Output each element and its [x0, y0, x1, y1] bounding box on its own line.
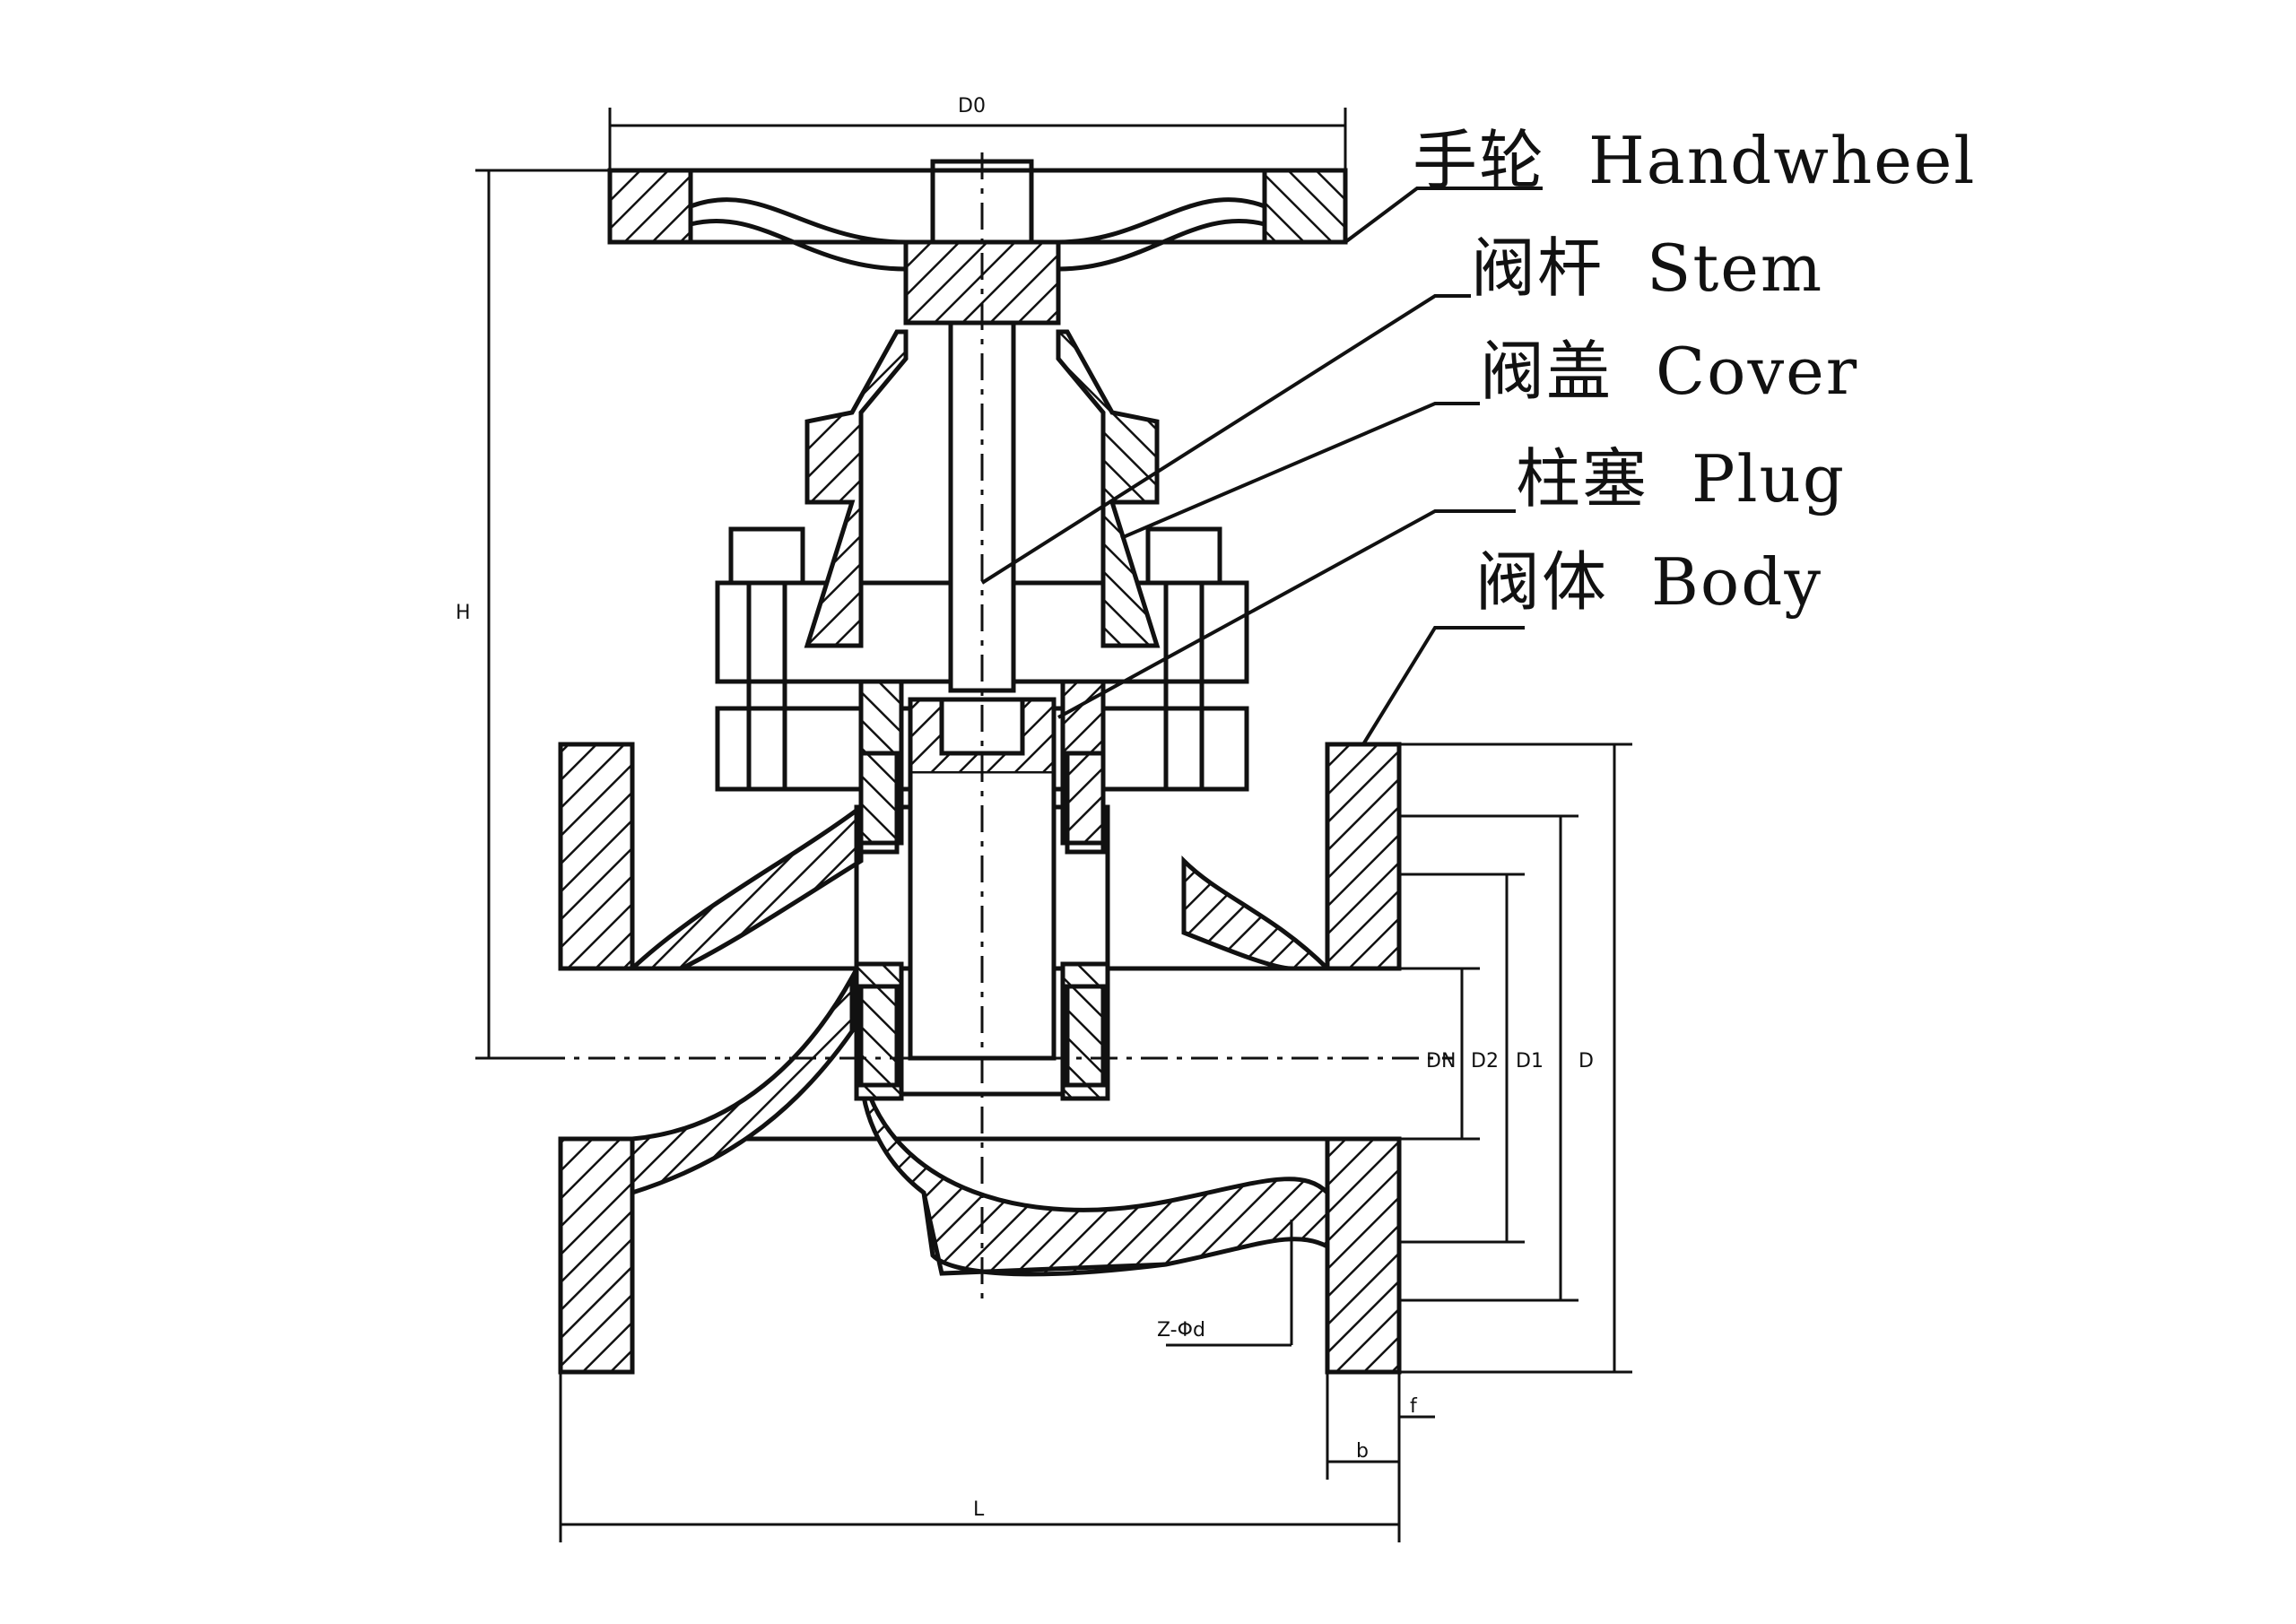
label-handwheel-cn: 手轮: [1413, 123, 1546, 198]
dim-height: H: [456, 602, 471, 624]
handwheel-assembly: [607, 168, 1348, 272]
left-upper-flange: [558, 742, 635, 971]
dim-bolts: Z-Φd: [1157, 1319, 1205, 1342]
packing-left: [858, 751, 900, 855]
leader-handwheel: [1344, 187, 1543, 244]
label-plug: 柱塞 Plug: [1516, 426, 1846, 520]
label-plug-en: Plug: [1692, 441, 1846, 517]
upper-right-wall: [1181, 855, 1334, 971]
dimension-lines: [475, 108, 1632, 1542]
dim-raised-face: f: [1410, 1395, 1418, 1418]
right-bolt-head: [1145, 526, 1222, 586]
cover-assembly: [715, 329, 1249, 1088]
label-cover-cn: 阀盖: [1480, 334, 1613, 409]
dimension-labels: D0 H L Z-Φd b f DN D2 D1 D: [456, 95, 1594, 1521]
packing-right: [1065, 751, 1106, 855]
dim-bore-3: D1: [1516, 1050, 1544, 1073]
label-plug-cn: 柱塞: [1516, 441, 1649, 517]
lower-left-wall: [630, 968, 855, 1196]
cover-right-wall: [1056, 329, 1161, 648]
label-cover-en: Cover: [1656, 334, 1859, 409]
dim-top-width: D0: [958, 95, 986, 117]
left-bolt-head: [728, 526, 805, 586]
handwheel-spoke-left: [690, 218, 907, 272]
label-cover: 阀盖 Cover: [1480, 318, 1858, 413]
right-lower-flange: [1325, 1136, 1402, 1375]
label-stem-cn: 阀杆: [1471, 230, 1605, 306]
right-bolt: [1163, 580, 1205, 792]
inlet-passage-wall: [626, 803, 864, 971]
label-stem-en: Stem: [1647, 230, 1824, 306]
label-body-cn: 阀体: [1475, 544, 1609, 620]
leader-lines: [980, 187, 1543, 746]
dim-length: L: [973, 1498, 985, 1521]
label-stem: 阀杆 Stem: [1471, 215, 1823, 309]
right-upper-flange: [1325, 742, 1402, 971]
seat-bowl: [858, 1066, 1330, 1277]
dim-flange-thickness: b: [1356, 1440, 1369, 1463]
leader-body: [1361, 626, 1525, 746]
cover-left-wall: [804, 329, 909, 648]
label-handwheel: 手轮 Handwheel: [1413, 108, 1976, 202]
left-bolt: [746, 580, 787, 792]
leader-stem: [980, 294, 1471, 585]
left-lower-flange: [558, 1136, 635, 1375]
dim-bore-2: D2: [1471, 1050, 1499, 1073]
centerlines: [538, 152, 1453, 1300]
label-body: 阀体 Body: [1475, 529, 1822, 623]
label-handwheel-en: Handwheel: [1588, 123, 1977, 198]
label-body-en: Body: [1651, 544, 1823, 620]
handwheel-spoke-right: [1057, 218, 1265, 272]
leader-plug: [1057, 509, 1516, 719]
dim-bore-1: DN: [1426, 1050, 1456, 1073]
dim-outer: D: [1578, 1050, 1594, 1073]
leader-cover: [1120, 402, 1480, 540]
